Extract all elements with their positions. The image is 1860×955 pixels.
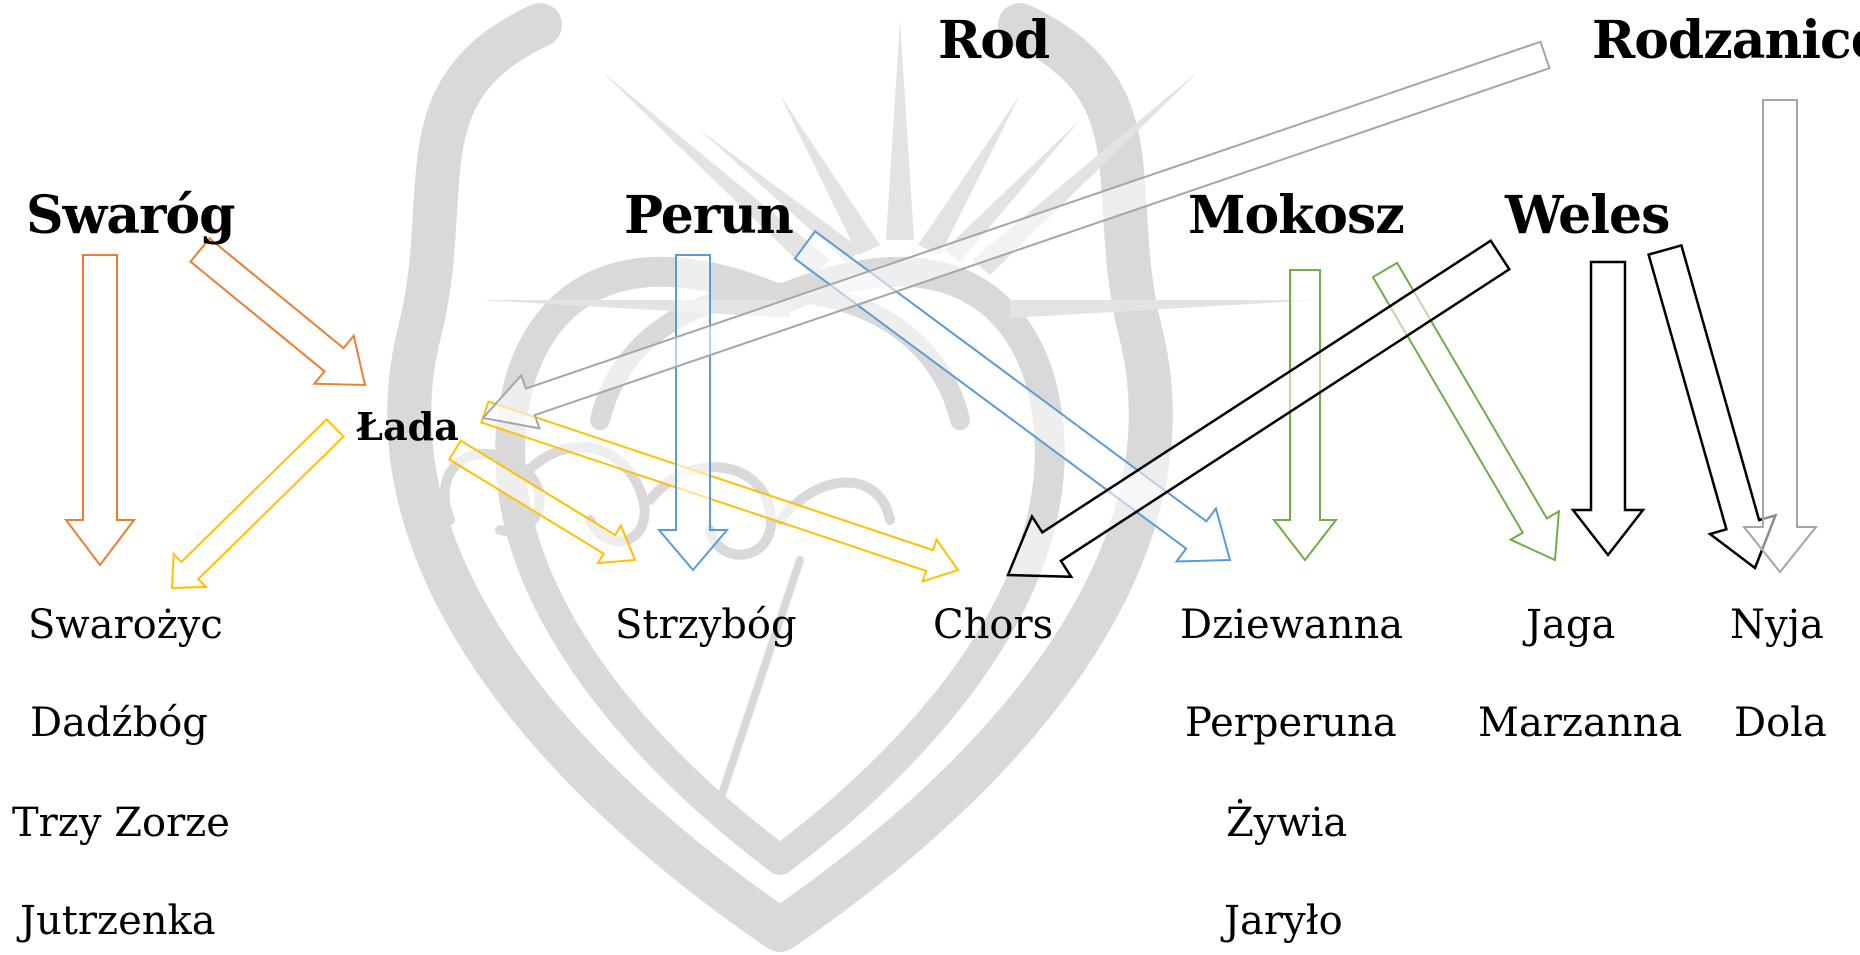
god-weles: Weles: [1505, 185, 1670, 246]
arrow-weles-jaga: [1570, 260, 1646, 558]
arrow-rodzanice-lada: [481, 40, 1551, 430]
arrow-lada-strzybog: [447, 439, 637, 565]
child-jarylo: Jaryło: [1224, 898, 1343, 944]
child-dola: Dola: [1734, 700, 1827, 746]
child-jaga: Jaga: [1526, 602, 1616, 648]
child-zywia: Żywia: [1226, 800, 1348, 846]
arrow-lada-chors: [480, 400, 960, 583]
god-swarog: Swaróg: [26, 185, 235, 246]
child-chors: Chors: [933, 602, 1054, 648]
child-swarozyc: Swarożyc: [28, 602, 223, 648]
god-mokosz: Mokosz: [1188, 185, 1405, 246]
god-rodzanice: Rodzanice: [1592, 10, 1860, 71]
arrow-lada-swarozyc: [170, 417, 345, 590]
goddess-lada: Łada: [356, 404, 459, 449]
child-marzanna: Marzanna: [1478, 700, 1683, 746]
arrow-mokosz-dziewanna: [1271, 269, 1339, 562]
arrow-swarog-lada: [189, 236, 367, 387]
child-nyja: Nyja: [1730, 602, 1824, 648]
child-trzy-zorze: Trzy Zorze: [12, 800, 230, 846]
god-perun: Perun: [624, 185, 794, 246]
child-dadzbog: Dadźbóg: [30, 700, 208, 746]
arrow-weles-chors: [1006, 238, 1512, 579]
arrow-rodzanice-nyja: [1741, 99, 1819, 574]
arrow-swarog-swarozyc: [63, 254, 137, 567]
arrow-weles-nyja: [1647, 243, 1778, 570]
god-rod: Rod: [938, 10, 1050, 71]
child-dziewanna: Dziewanna: [1180, 602, 1404, 648]
child-strzybog: Strzybóg: [615, 602, 797, 648]
arrow-perun-strzybog: [656, 254, 730, 572]
child-perperuna: Perperuna: [1185, 700, 1397, 746]
child-jutrzenka: Jutrzenka: [20, 898, 216, 944]
